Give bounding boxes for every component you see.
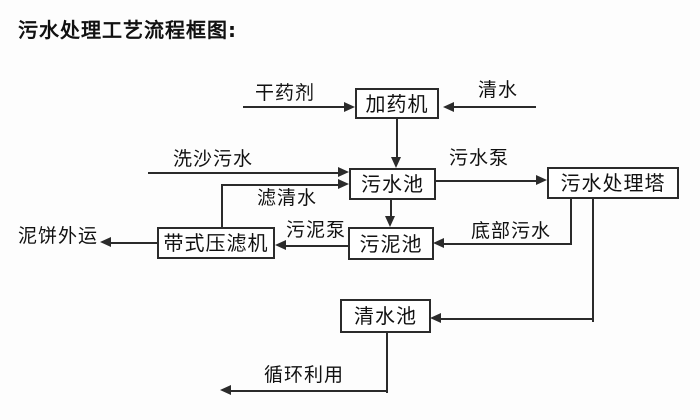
node-sludge-pool: 污泥池	[348, 227, 434, 260]
arrowhead-left-icon	[220, 385, 231, 395]
arrow-recycling-drop	[386, 331, 388, 393]
arrow-dry-chemical-line	[243, 106, 344, 108]
arrow-filtered-water-line	[221, 184, 338, 186]
arrow-sand-washing-line	[148, 172, 338, 174]
arrowhead-down-icon	[385, 216, 395, 227]
arrow-filtered-water-riser	[221, 184, 223, 227]
label-mud-cake-out: 泥饼外运	[18, 225, 99, 247]
label-filtered-water: 滤清水	[257, 187, 318, 209]
arrowhead-left-icon	[100, 237, 111, 247]
arrow-dosing-to-sewage-line	[396, 118, 398, 158]
arrowhead-right-icon	[536, 175, 547, 185]
arrow-sewage-to-sludge-line	[390, 199, 392, 216]
label-recycling: 循环利用	[264, 364, 345, 386]
node-dosing-machine: 加药机	[355, 88, 439, 119]
arrow-sewage-pump-line	[435, 180, 536, 182]
arrowhead-left-icon	[275, 240, 286, 250]
arrow-sludge-pump-line	[286, 245, 348, 247]
node-sewage-pool: 污水池	[349, 168, 436, 200]
label-sand-washing-sewage: 洗沙污水	[173, 148, 254, 170]
node-treatment-tower: 污水处理塔	[547, 167, 679, 199]
arrow-tower-to-clear-line	[441, 318, 594, 320]
arrowhead-left-icon	[430, 313, 441, 323]
label-clear-water: 清水	[478, 79, 519, 101]
arrowhead-right-icon	[338, 179, 349, 189]
node-belt-filter-press: 带式压滤机	[157, 227, 275, 259]
label-sewage-pump: 污水泵	[449, 147, 510, 169]
arrow-mud-cake-line	[111, 242, 157, 244]
label-bottom-sewage: 底部污水	[471, 220, 552, 242]
arrow-clear-water-line	[454, 106, 536, 108]
arrowhead-down-icon	[391, 157, 401, 168]
arrowhead-left-icon	[443, 102, 454, 112]
node-clear-water-pool: 清水池	[340, 299, 431, 333]
arrow-tower-to-clear-drop	[592, 198, 594, 322]
arrowhead-right-icon	[344, 102, 355, 112]
label-dry-chemical: 干药剂	[255, 82, 316, 104]
arrow-bottom-sewage-line	[444, 243, 572, 245]
label-sludge-pump: 污泥泵	[286, 219, 347, 241]
arrow-bottom-sewage-drop	[570, 198, 572, 245]
arrow-recycling-line	[231, 390, 388, 392]
arrowhead-right-icon	[338, 167, 349, 177]
arrowhead-left-icon	[433, 238, 444, 248]
diagram-title: 污水处理工艺流程框图:	[18, 18, 237, 42]
